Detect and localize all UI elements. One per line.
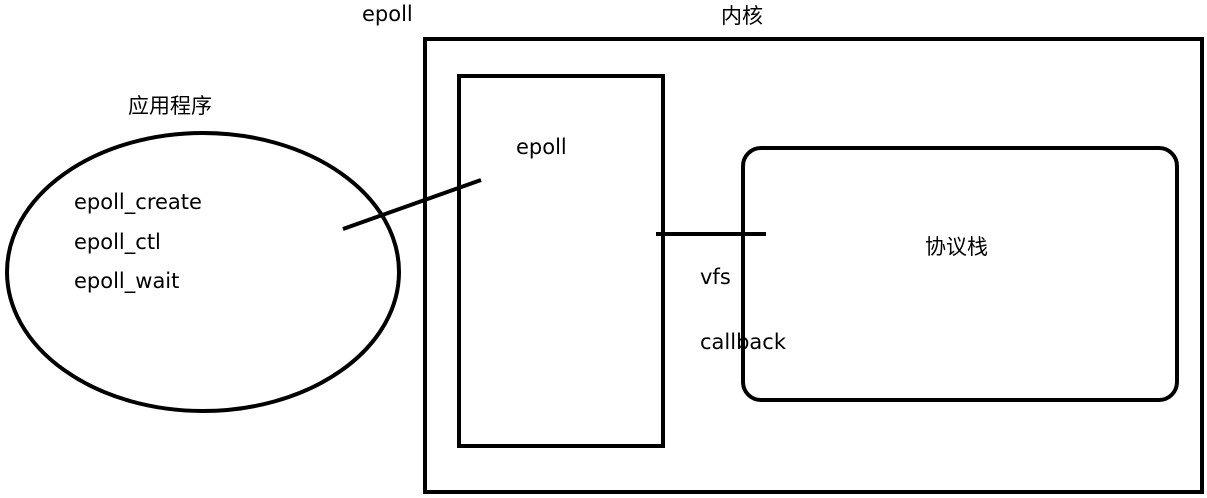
epoll-box [457, 74, 665, 448]
app-epoll-connector [342, 178, 482, 231]
epoll-ctl-label: epoll_ctl [74, 230, 161, 255]
protocol-stack-label: 协议栈 [925, 235, 988, 259]
kernel-label: 内核 [721, 4, 763, 28]
callback-label: callback [700, 330, 787, 354]
kernel-box [423, 37, 1204, 494]
epoll-inner-label: epoll [516, 135, 567, 159]
epoll-wait-label: epoll_wait [74, 269, 179, 294]
epoll-top-label: epoll [362, 2, 413, 26]
protocol-stack-box [741, 146, 1179, 402]
application-ellipse [5, 131, 401, 413]
application-label: 应用程序 [128, 94, 212, 118]
vfs-label: vfs [700, 265, 731, 289]
epoll-create-label: epoll_create [74, 190, 202, 215]
